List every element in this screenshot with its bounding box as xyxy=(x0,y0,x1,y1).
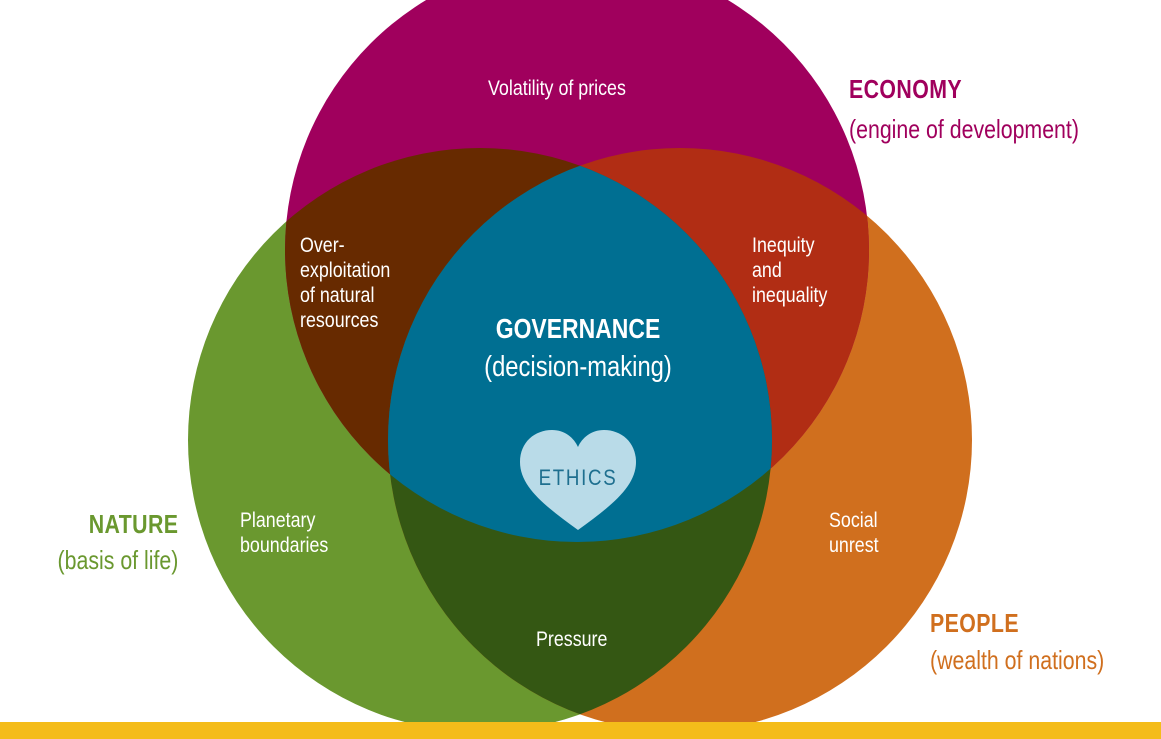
economy-subtitle: (engine of development) xyxy=(849,114,1079,144)
people-title: PEOPLE xyxy=(930,608,1019,638)
people-subtitle: (wealth of nations) xyxy=(930,645,1105,675)
economy-people-line: inequality xyxy=(752,284,828,307)
nature-only-line: Planetary xyxy=(240,509,316,532)
economy-nature-line: exploitation xyxy=(300,259,391,282)
ethics-label: ETHICS xyxy=(538,465,618,490)
economy-title: ECONOMY xyxy=(849,74,963,104)
nature-only-line: boundaries xyxy=(240,534,329,557)
governance-subtitle: (decision-making) xyxy=(484,351,672,383)
people-only-line: Social xyxy=(829,509,878,532)
bottom-bar xyxy=(0,722,1161,739)
economy-nature-line: of natural xyxy=(300,284,375,307)
economy-people-line: and xyxy=(752,259,782,282)
governance-region xyxy=(388,148,772,542)
economy-nature-line: Over- xyxy=(300,234,345,257)
people-only-label: Social unrest xyxy=(829,508,887,558)
governance-title: GOVERNANCE xyxy=(495,313,661,344)
economy-people-line: Inequity xyxy=(752,234,815,257)
economy-nature-label: Over- exploitation of natural resources xyxy=(300,233,406,333)
economy-only-label: Volatility of prices xyxy=(488,77,626,100)
nature-only-label: Planetary boundaries xyxy=(240,508,344,558)
ethics-heart-icon xyxy=(520,430,636,530)
nature-subtitle: (basis of life) xyxy=(57,545,178,575)
nature-title: NATURE xyxy=(88,509,178,539)
nature-people-label: Pressure xyxy=(536,628,608,651)
people-only-line: unrest xyxy=(829,534,879,557)
economy-people-label: Inequity and inequality xyxy=(752,233,841,308)
economy-nature-line: resources xyxy=(300,309,379,332)
